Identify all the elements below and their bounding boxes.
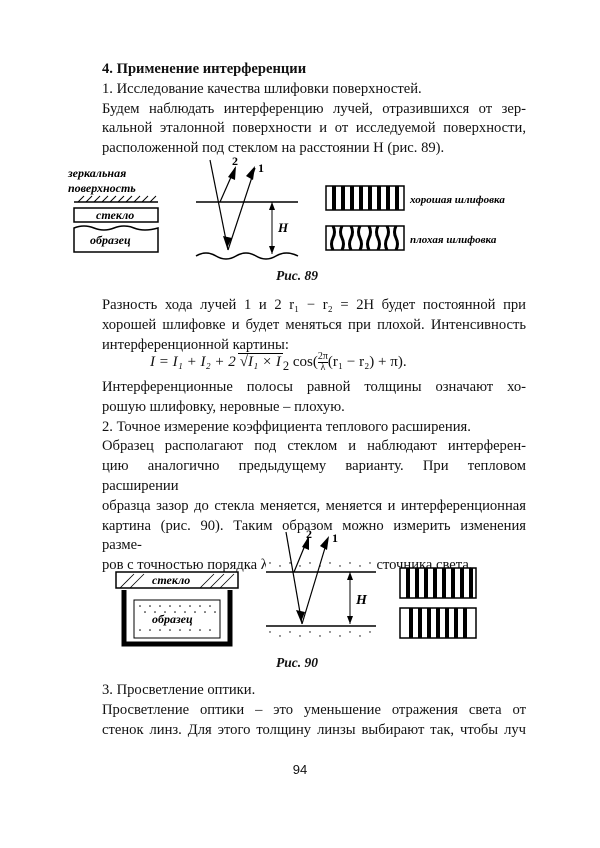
fig89-label-good: хорошая шлифовка xyxy=(409,194,505,206)
para4-line4: картина (рис. 90). Таким образом можно и… xyxy=(102,517,526,554)
fig89-label-H: H xyxy=(277,220,289,235)
formula-frac-den: λ xyxy=(320,362,326,373)
fig89-bad-fringes xyxy=(325,225,405,251)
para5-line2: стенок линз. Для этого толщину линзы выб… xyxy=(102,721,526,738)
fig89-sample-shape xyxy=(73,225,159,253)
para2-line1: Разность хода лучей 1 и 2 r₁ − r₂ = 2H б… xyxy=(102,297,526,313)
formula-lhs: I = I₁ + I₂ + 2 xyxy=(150,353,236,370)
formula-cos: cos( xyxy=(292,353,318,370)
formula-frac-num: 2π xyxy=(317,351,328,363)
fig90-label-glass: стекло xyxy=(152,573,190,587)
fig89-label-sample: образец xyxy=(90,233,131,247)
fig89-glass-rect xyxy=(73,207,159,223)
para3-line1: Интерференционные полосы равной толщины … xyxy=(102,379,526,395)
fig90-caption: Рис. 90 xyxy=(276,655,318,670)
para4-line3: образца зазор до стекла меняется, меняет… xyxy=(102,497,526,514)
fig89-label-mirror-1: зеркальная xyxy=(67,166,126,180)
text-block-intro: 4. Применение интерференции 1. Исследова… xyxy=(102,60,526,159)
fig89-ray2-label: 2 xyxy=(232,154,238,168)
fig90-label-H: H xyxy=(355,593,368,608)
text-block-para2: Разность хода лучей 1 и 2 r₁ − r₂ = 2H б… xyxy=(102,296,526,355)
para1-line2: кальной эталонной поверхности и от иссле… xyxy=(102,120,526,137)
para5-line1: Просветление оптики – это уменьшение отр… xyxy=(102,701,526,718)
para2-line3: интерференционной картины: xyxy=(102,336,289,353)
fig90-fringes-top xyxy=(399,567,477,599)
fig90-fringes-bottom xyxy=(399,607,477,639)
fig89-good-fringes xyxy=(325,185,405,211)
para1-line3: расположенной под стеклом на расстоянии … xyxy=(102,140,445,157)
text-block-para3: Интерференционные полосы равной толщины … xyxy=(102,378,526,576)
fig90-ray1-label: 1 xyxy=(332,531,338,545)
list-item-2: 2. Точное измерение коэффициента теплово… xyxy=(102,418,471,435)
para4-line1: Образец располагают под стеклом и наблюд… xyxy=(102,438,526,455)
formula-radicand: I₁ × I xyxy=(248,353,281,370)
formula-tail: (r₁ − r₂) + π). xyxy=(327,353,407,370)
para3-line2: рошую шлифовку, неровные – плохую. xyxy=(102,398,345,415)
figure-89: зеркальная поверхность стекло образец 2 … xyxy=(67,154,505,260)
formula-subscript: 2 xyxy=(282,358,290,373)
fig89-label-mirror-2: поверхность xyxy=(68,181,136,195)
fig89-label-glass: стекло xyxy=(96,208,134,222)
formula-sqrt: √I₁ × I xyxy=(237,352,283,370)
text-block-para5: 3. Просветление оптики. Просветление опт… xyxy=(102,681,526,740)
page-number: 94 xyxy=(292,762,308,777)
para2-line2: хорошей шлифовке и будет меняться при пл… xyxy=(102,316,526,333)
fig89-label-bad: плохая шлифовка xyxy=(410,234,497,246)
figure-90: стекло образец xyxy=(115,528,477,647)
section-heading: 4. Применение интерференции xyxy=(102,61,307,77)
fig89-caption: Рис. 89 xyxy=(276,268,318,283)
fig90-ray2-label: 2 xyxy=(306,528,312,541)
fig89-ray1-label: 1 xyxy=(258,161,264,175)
para1-line1: Будем наблюдать интерференцию лучей, отр… xyxy=(102,100,526,117)
list-item-1: 1. Исследование качества шлифовки поверх… xyxy=(102,80,422,97)
para4-line2: цию аналогично предыдущему варианту. При… xyxy=(102,458,526,494)
list-item-3: 3. Просветление оптики. xyxy=(102,682,256,698)
fig90-label-sample: образец xyxy=(152,612,193,626)
